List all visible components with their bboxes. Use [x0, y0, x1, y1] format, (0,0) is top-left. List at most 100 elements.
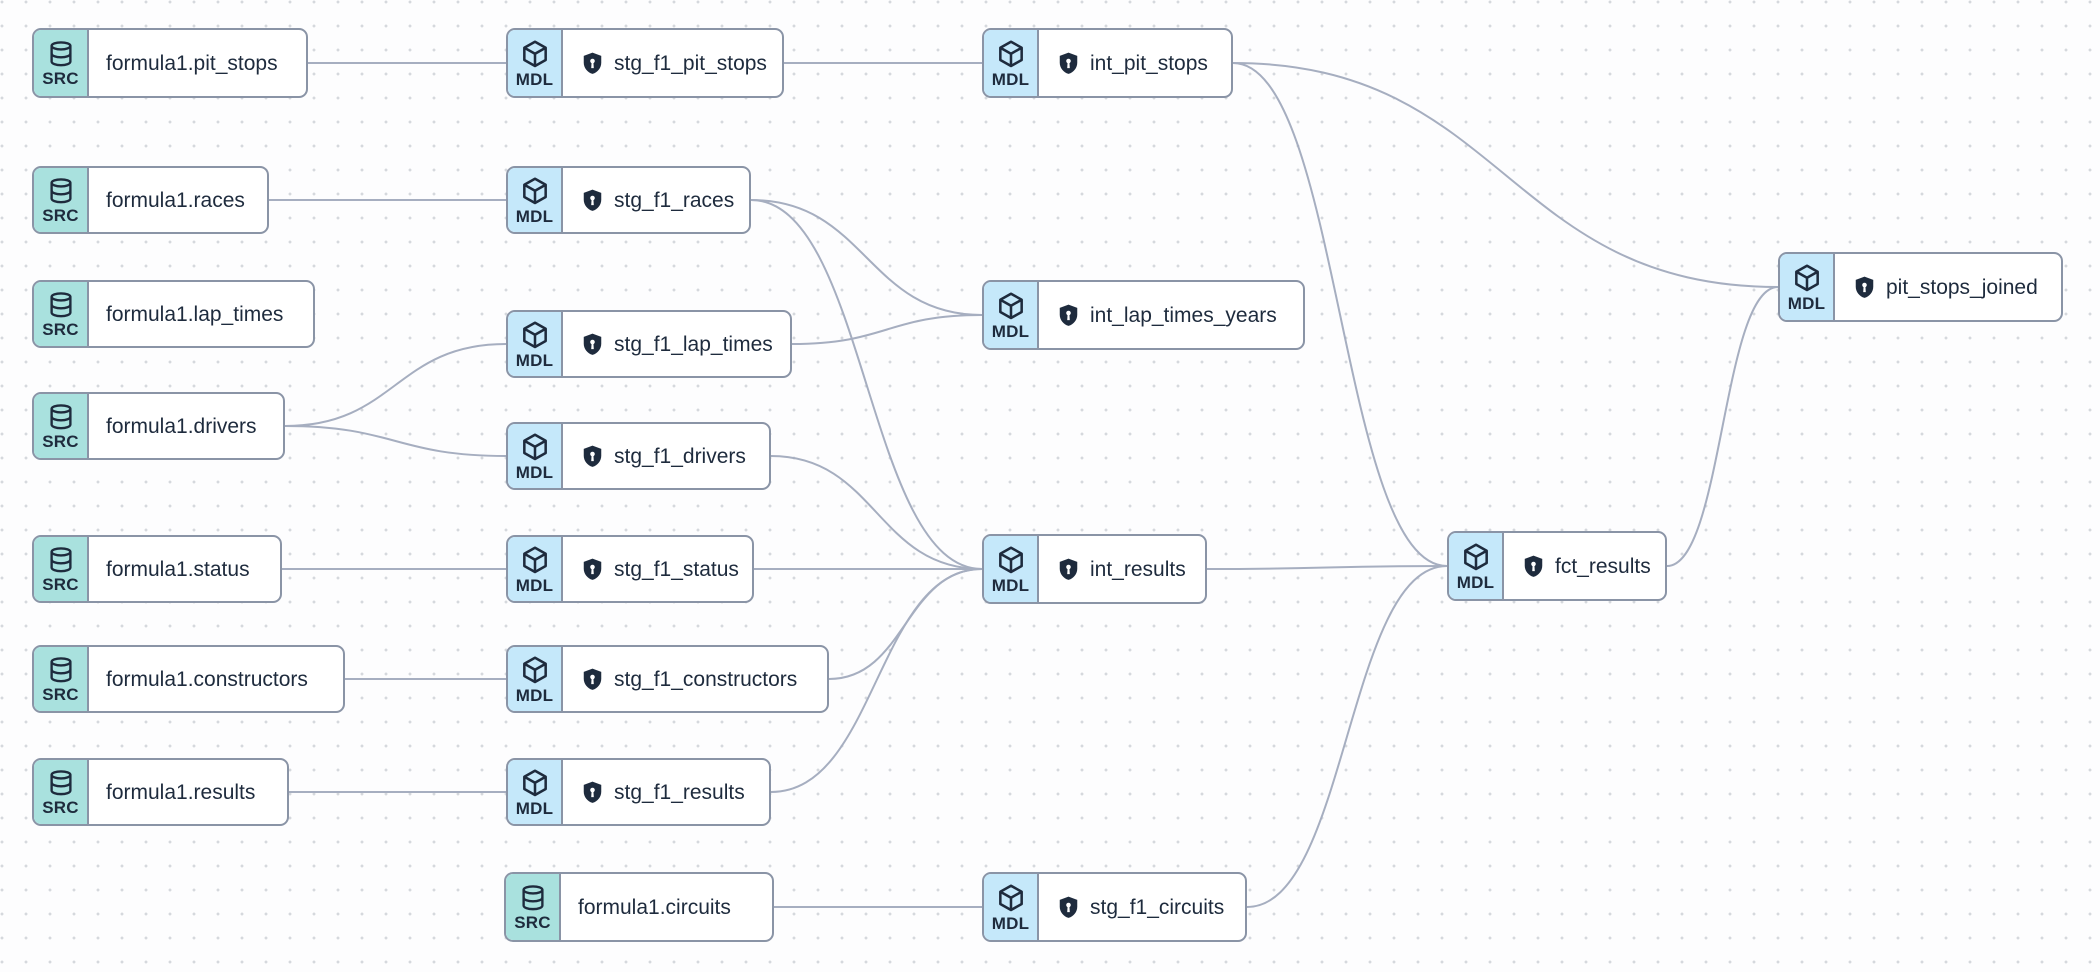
node-stg_f1_races[interactable]: MDL stg_f1_races [506, 166, 751, 234]
node-body: pit_stops_joined [1835, 254, 2061, 320]
shield-icon [583, 52, 602, 74]
node-formula1-results[interactable]: SRC formula1.results [32, 758, 289, 826]
badge-label: MDL [991, 575, 1030, 595]
mdl-badge: MDL [508, 760, 563, 824]
mdl-badge: MDL [508, 537, 563, 601]
database-icon [49, 177, 72, 203]
src-badge: SRC [34, 30, 89, 96]
cube-icon [1794, 264, 1819, 291]
node-label: fct_results [1555, 554, 1651, 578]
node-label: formula1.constructors [106, 667, 308, 691]
node-body: formula1.circuits [561, 874, 772, 940]
node-label: stg_f1_pit_stops [614, 51, 767, 75]
cube-icon [1463, 543, 1488, 570]
cube-icon [522, 177, 547, 204]
node-body: int_results [1039, 536, 1205, 602]
node-body: stg_f1_races [563, 168, 749, 232]
mdl-badge: MDL [508, 30, 563, 96]
cube-icon [998, 292, 1023, 319]
edge-stg_f1_lap_times-to-int_lap_times_years [791, 314, 983, 345]
node-body: stg_f1_pit_stops [563, 30, 782, 96]
src-badge: SRC [34, 537, 89, 601]
node-label: formula1.races [106, 188, 245, 212]
badge-label: MDL [515, 206, 554, 226]
node-body: formula1.lap_times [89, 282, 313, 346]
node-label: int_lap_times_years [1090, 303, 1277, 327]
node-body: formula1.constructors [89, 647, 343, 711]
node-int_lap_times_years[interactable]: MDL int_lap_times_years [982, 280, 1305, 350]
badge-label: SRC [42, 431, 79, 451]
shield-icon [583, 189, 602, 211]
badge-label: MDL [515, 462, 554, 482]
cube-icon [522, 433, 547, 460]
edge-int_pit_stops-to-pit_stops_joined [1232, 62, 1779, 288]
node-label: formula1.results [106, 780, 256, 804]
cube-icon [522, 546, 547, 573]
node-formula1-pit_stops[interactable]: SRC formula1.pit_stops [32, 28, 308, 98]
shield-icon [1059, 558, 1078, 580]
node-body: int_lap_times_years [1039, 282, 1303, 348]
database-icon [521, 884, 544, 910]
node-label: formula1.pit_stops [106, 51, 278, 75]
mdl-badge: MDL [1449, 533, 1504, 599]
node-stg_f1_constructors[interactable]: MDL stg_f1_constructors [506, 645, 829, 713]
shield-icon [583, 333, 602, 355]
badge-label: MDL [991, 913, 1030, 933]
node-label: int_pit_stops [1090, 51, 1208, 75]
cube-icon [522, 769, 547, 796]
node-stg_f1_drivers[interactable]: MDL stg_f1_drivers [506, 422, 771, 490]
node-body: stg_f1_results [563, 760, 769, 824]
node-body: int_pit_stops [1039, 30, 1231, 96]
node-formula1-constructors[interactable]: SRC formula1.constructors [32, 645, 345, 713]
node-body: formula1.drivers [89, 394, 283, 458]
badge-label: SRC [42, 797, 79, 817]
node-stg_f1_pit_stops[interactable]: MDL stg_f1_pit_stops [506, 28, 784, 98]
node-int_pit_stops[interactable]: MDL int_pit_stops [982, 28, 1233, 98]
node-formula1-drivers[interactable]: SRC formula1.drivers [32, 392, 285, 460]
shield-icon [1524, 555, 1543, 577]
node-body: formula1.results [89, 760, 287, 824]
src-badge: SRC [34, 647, 89, 711]
cube-icon [522, 40, 547, 67]
node-body: stg_f1_drivers [563, 424, 769, 488]
node-stg_f1_circuits[interactable]: MDL stg_f1_circuits [982, 872, 1247, 942]
node-body: formula1.races [89, 168, 267, 232]
node-label: stg_f1_drivers [614, 444, 746, 468]
cube-icon [522, 656, 547, 683]
mdl-badge: MDL [1780, 254, 1835, 320]
shield-icon [583, 781, 602, 803]
shield-icon [1855, 276, 1874, 298]
edge-stg_f1_results-to-int_results [770, 568, 983, 793]
mdl-badge: MDL [508, 168, 563, 232]
database-icon [49, 291, 72, 317]
node-stg_f1_status[interactable]: MDL stg_f1_status [506, 535, 754, 603]
node-int_results[interactable]: MDL int_results [982, 534, 1207, 604]
node-label: stg_f1_status [614, 557, 739, 581]
node-body: stg_f1_status [563, 537, 752, 601]
src-badge: SRC [34, 282, 89, 346]
edge-fct_results-to-pit_stops_joined [1666, 286, 1779, 567]
node-fct_results[interactable]: MDL fct_results [1447, 531, 1667, 601]
badge-label: MDL [991, 321, 1030, 341]
node-label: stg_f1_lap_times [614, 332, 773, 356]
node-body: stg_f1_circuits [1039, 874, 1245, 940]
mdl-badge: MDL [984, 30, 1039, 96]
mdl-badge: MDL [508, 647, 563, 711]
database-icon [49, 403, 72, 429]
node-body: formula1.pit_stops [89, 30, 306, 96]
badge-label: MDL [515, 685, 554, 705]
node-label: stg_f1_constructors [614, 667, 798, 691]
cube-icon [522, 321, 547, 348]
cube-icon [998, 40, 1023, 67]
badge-label: MDL [515, 69, 554, 89]
badge-label: MDL [515, 575, 554, 595]
